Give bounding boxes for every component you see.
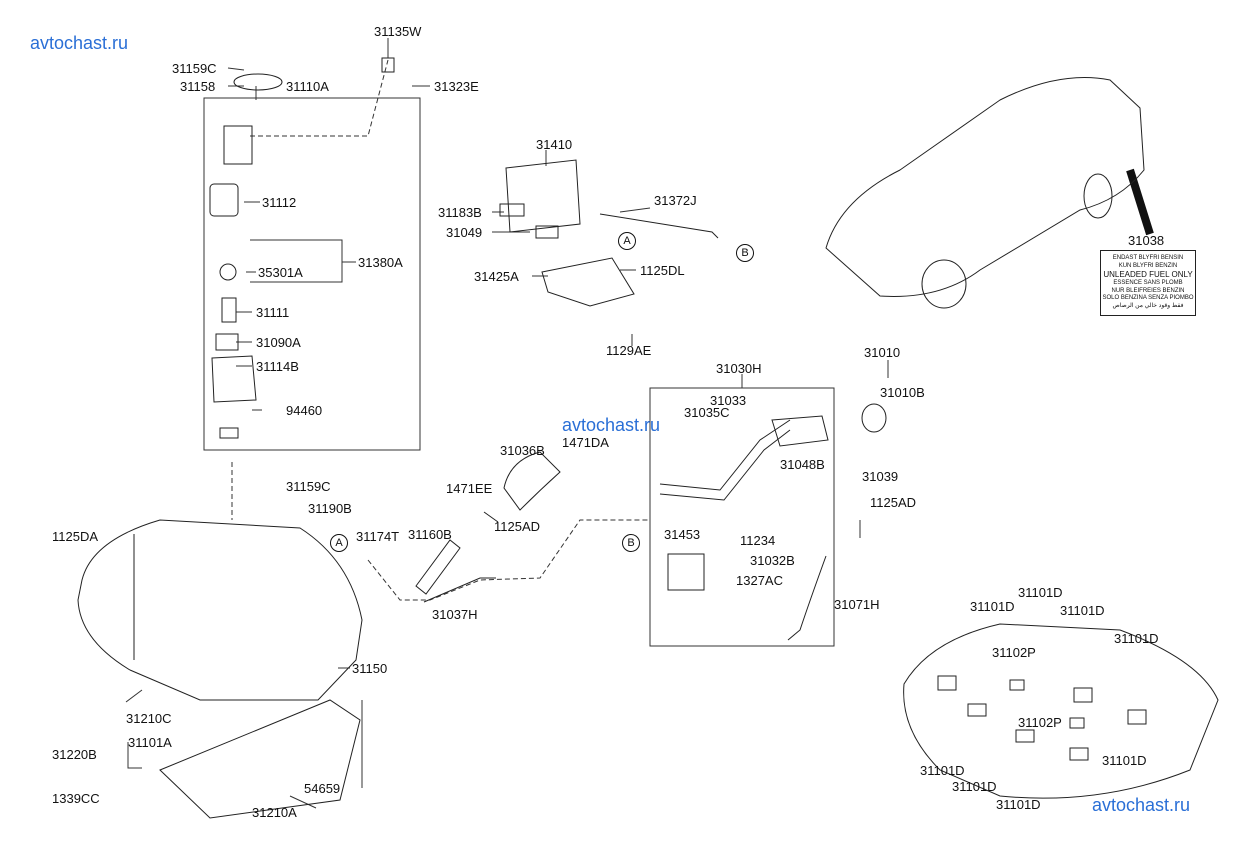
part-label-31323e: 31323E — [434, 79, 479, 94]
part-label-1471ee: 1471EE — [446, 481, 493, 496]
part-label-31453: 31453 — [664, 527, 701, 542]
part-label-31114b: 31114B — [256, 359, 299, 374]
part-label-31032b: 31032B — [750, 553, 795, 568]
part-label-31035c: 31035C — [684, 405, 730, 420]
part-label-31102p-2: 31102P — [1018, 715, 1062, 730]
watermark-center: avtochast.ru — [562, 415, 661, 435]
label-line: SOLO BENZINA SENZA PIOMBO — [1102, 295, 1194, 301]
part-label-31090a: 31090A — [256, 335, 301, 350]
part-label-31101d-8: 31101D — [996, 797, 1041, 812]
part-label-31150: 31150 — [352, 661, 388, 676]
part-label-31160b: 31160B — [408, 527, 452, 542]
part-label-31159c-mid: 31159C — [286, 479, 331, 494]
fuel-pump-module-frame — [203, 97, 421, 451]
part-label-94460: 94460 — [286, 403, 323, 418]
part-label-31010: 31010 — [864, 345, 901, 360]
fuel-label-card: ENDAST BLYFRI BENSIN KUN BLYFRI BENZIN U… — [1100, 250, 1196, 316]
label-line: KUN BLYFRI BENZIN — [1118, 262, 1178, 269]
part-label-1125da: 1125DA — [52, 529, 99, 544]
part-label-11234: 11234 — [740, 533, 776, 548]
part-label-1327ac: 1327AC — [736, 573, 783, 588]
part-label-31410: 31410 — [536, 137, 573, 152]
ref-marker-b-canister: B — [736, 244, 754, 262]
fuel-pump-parts — [209, 57, 395, 439]
part-label-31101d-5: 31101D — [1102, 753, 1147, 768]
part-label-31101d-1: 31101D — [1018, 585, 1063, 600]
part-label-31372j: 31372J — [654, 193, 697, 208]
part-label-31110a: 31110A — [286, 79, 329, 94]
part-label-31033: 31033 — [710, 393, 747, 408]
part-label-1125ad-right: 1125AD — [870, 495, 917, 510]
part-label-31111: 31111 — [256, 305, 290, 320]
part-label-31037h: 31037H — [432, 607, 478, 622]
part-label-31380a: 31380A — [358, 255, 403, 270]
part-label-31036b: 31036B — [500, 443, 545, 458]
part-label-31183b: 31183B — [438, 205, 482, 220]
part-label-31101a: 31101A — [128, 735, 172, 750]
part-label-1471da: 1471DA — [562, 435, 609, 450]
ref-marker-a-canister: A — [618, 232, 636, 250]
part-label-1125dl: 1125DL — [640, 263, 685, 278]
ref-marker-b-filler: B — [622, 534, 640, 552]
part-label-31158: 31158 — [180, 79, 216, 94]
part-label-31049: 31049 — [446, 225, 483, 240]
part-label-31220b: 31220B — [52, 747, 97, 762]
fuel-filler-assembly-frame — [649, 387, 835, 647]
watermark-bottom-right: avtochast.ru — [1092, 795, 1191, 815]
ref-marker-a-tank: A — [330, 534, 348, 552]
canister-parts — [499, 159, 719, 307]
label-line: ESSENCE SANS PLOMB — [1113, 280, 1183, 286]
part-label-31210c: 31210C — [126, 711, 172, 726]
label-line: UNLEADED FUEL ONLY — [1103, 270, 1193, 279]
part-label-31039: 31039 — [862, 469, 899, 484]
part-label-31112: 31112 — [262, 195, 297, 210]
part-label-35301a: 35301A — [258, 265, 303, 280]
label-line: ENDAST BLYFRI BENSIN — [1112, 255, 1184, 261]
part-label-31159c-top: 31159C — [172, 61, 217, 76]
part-label-31101d-2: 31101D — [970, 599, 1015, 614]
label-line: فقط وقود خالي من الرصاص — [1112, 302, 1184, 309]
part-label-54659: 54659 — [304, 781, 341, 796]
label-line: NUR BLEIFREIES BENZIN — [1111, 287, 1185, 294]
part-label-31038: 31038 — [1128, 233, 1165, 248]
part-label-31425a: 31425A — [474, 269, 519, 284]
part-label-31190b: 31190B — [308, 501, 352, 516]
part-label-31101d-6: 31101D — [920, 763, 965, 778]
part-label-31210a: 31210A — [252, 805, 297, 820]
fuel-tank — [77, 519, 363, 819]
filler-parts — [415, 403, 887, 641]
part-label-31135w: 31135W — [374, 24, 422, 39]
leader-lines — [125, 38, 1154, 809]
part-label-31174t: 31174T — [356, 529, 400, 544]
part-label-31071h: 31071H — [834, 597, 880, 612]
part-label-31101d-4: 31101D — [1114, 631, 1159, 646]
car-illustration — [825, 77, 1145, 309]
watermark-top-left: avtochast.ru — [30, 33, 129, 53]
part-label-31010b: 31010B — [880, 385, 925, 400]
part-label-1339cc: 1339CC — [52, 791, 100, 806]
undercover-panel — [903, 623, 1219, 799]
part-label-1125ad-mid: 1125AD — [494, 519, 541, 534]
part-label-31048b: 31048B — [780, 457, 825, 472]
part-label-31101d-3: 31101D — [1060, 603, 1105, 618]
part-label-1129ae: 1129AE — [606, 343, 652, 358]
part-label-31101d-7: 31101D — [952, 779, 997, 794]
part-label-31030h: 31030H — [716, 361, 762, 376]
part-label-31102p-1: 31102P — [992, 645, 1036, 660]
